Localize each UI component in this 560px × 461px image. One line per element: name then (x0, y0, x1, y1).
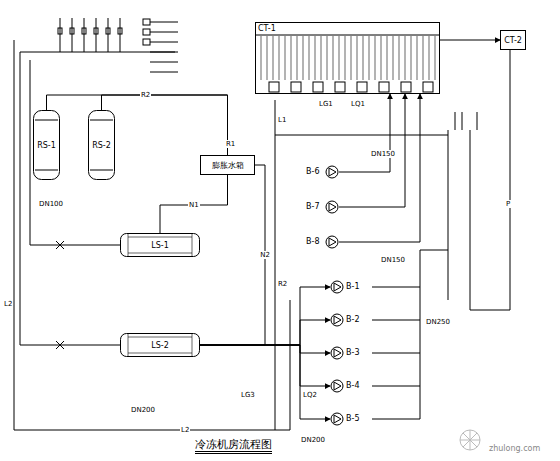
pipe-tag: LQ1 (350, 100, 366, 108)
pump: B-6 (305, 165, 339, 179)
node-label: B-6 (306, 167, 319, 177)
node-label: B-8 (306, 237, 319, 247)
chiller-unit: LS-2 (120, 333, 200, 357)
pipe-tag: R2 (140, 91, 151, 99)
pipe-connector (200, 345, 330, 386)
pipe-connector (440, 40, 500, 41)
pump: B-4 (330, 379, 364, 393)
pump: B-3 (330, 346, 364, 360)
pipe-connector (102, 95, 228, 155)
node-label: RS-1 (37, 141, 56, 151)
watermark: zhulong.com (488, 445, 541, 453)
pipe-tag: P (505, 200, 511, 208)
node-label: RS-2 (92, 141, 111, 151)
drawing-title: 冷冻机房流程图 (195, 438, 272, 454)
cooling-tower: CT-1 (255, 22, 440, 94)
pipe-label: N2 (259, 251, 271, 259)
pipe-connector (200, 345, 330, 419)
water-tank: CT-2 (500, 30, 526, 50)
pipe-connector (339, 94, 420, 242)
pipe-tag: DN100 (38, 200, 64, 208)
pipe-connector (47, 95, 228, 155)
softener-column: RS-2 (88, 110, 115, 180)
pipe-connector (160, 175, 228, 233)
node-label: LS-1 (151, 241, 169, 251)
pipe-connector (200, 345, 330, 353)
pipe-tag: LQ2 (302, 391, 318, 399)
node-label: B-3 (346, 348, 359, 358)
node-label: B-4 (346, 381, 359, 391)
pipe-tag: LG3 (240, 391, 256, 399)
pump: B-2 (330, 313, 364, 327)
node-label: LS-2 (151, 341, 169, 351)
pipe-connector (339, 94, 390, 172)
node-label: B-1 (346, 282, 359, 292)
cooling-tower-outline (255, 22, 440, 94)
pipe-connector (200, 287, 330, 345)
pipe-tag: DN200 (300, 436, 326, 444)
node-label: CT-1 (258, 24, 276, 34)
chiller-unit: LS-1 (120, 233, 200, 257)
pipe-tag: L2 (180, 426, 190, 434)
node-label: CT-2 (504, 36, 522, 46)
pump: B-7 (305, 200, 339, 214)
pipe-tag: DN150 (380, 256, 406, 264)
node-label: 膨胀水箱 (212, 161, 244, 171)
pipe-label: N1 (188, 201, 200, 209)
node-label: B-7 (306, 202, 319, 212)
pump: B-8 (305, 235, 339, 249)
pipe-tag: R2 (277, 280, 288, 288)
pipe-connector (200, 320, 330, 345)
pipe-tag: L2 (3, 300, 13, 308)
pipe-tag: R1 (225, 140, 236, 148)
pipe-connector (339, 94, 405, 207)
pipe-connector (200, 165, 265, 345)
pipe-tag: DN150 (370, 150, 396, 158)
pipe-tag: LG1 (318, 100, 334, 108)
softener-column: RS-1 (33, 110, 60, 180)
pipe-tag: DN250 (425, 318, 451, 326)
pump: B-5 (330, 412, 364, 426)
expansion-tank: 膨胀水箱 (200, 155, 255, 175)
pipe-tag: L1 (277, 116, 287, 124)
node-label: B-2 (346, 315, 359, 325)
pump: B-1 (330, 280, 364, 294)
pipe-tag: DN200 (130, 406, 156, 414)
node-label: B-5 (346, 414, 359, 424)
